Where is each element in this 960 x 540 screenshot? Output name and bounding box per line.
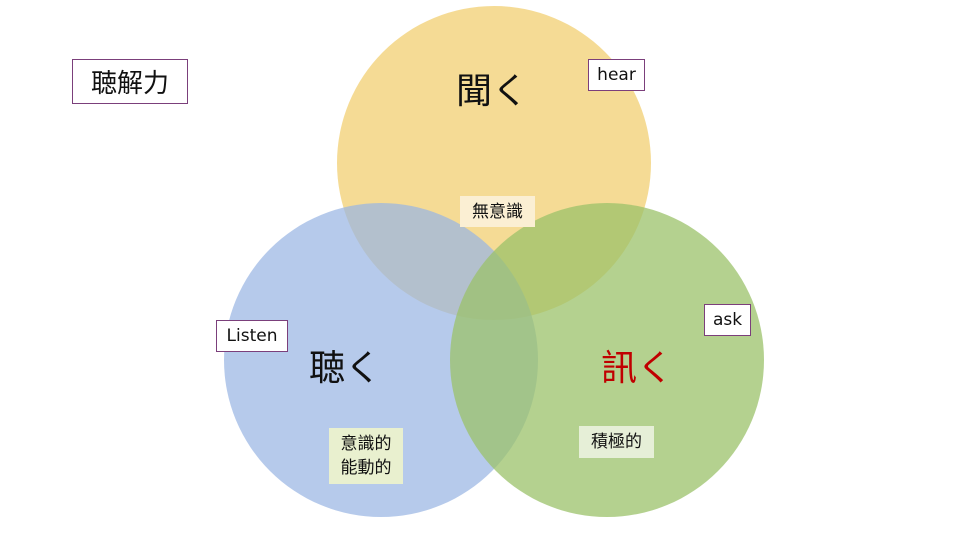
- note-ask: 積極的: [579, 426, 654, 458]
- note-listen-line-1: 意識的: [340, 434, 392, 454]
- tag-hear: hear: [588, 59, 645, 91]
- circle-label-ask: 訊く: [601, 348, 673, 389]
- circle-label-listen: 聴く: [309, 348, 381, 389]
- note-listen: 意識的 能動的: [329, 428, 403, 484]
- title-box: 聴解力: [72, 59, 188, 104]
- tag-ask: ask: [704, 304, 751, 336]
- note-hear: 無意識: [460, 196, 535, 227]
- circle-ask: [450, 203, 764, 517]
- circle-listen: [224, 203, 538, 517]
- circle-label-hear: 聞く: [456, 71, 528, 112]
- note-listen-line-2: 能動的: [340, 458, 392, 478]
- tag-listen: Listen: [216, 320, 288, 352]
